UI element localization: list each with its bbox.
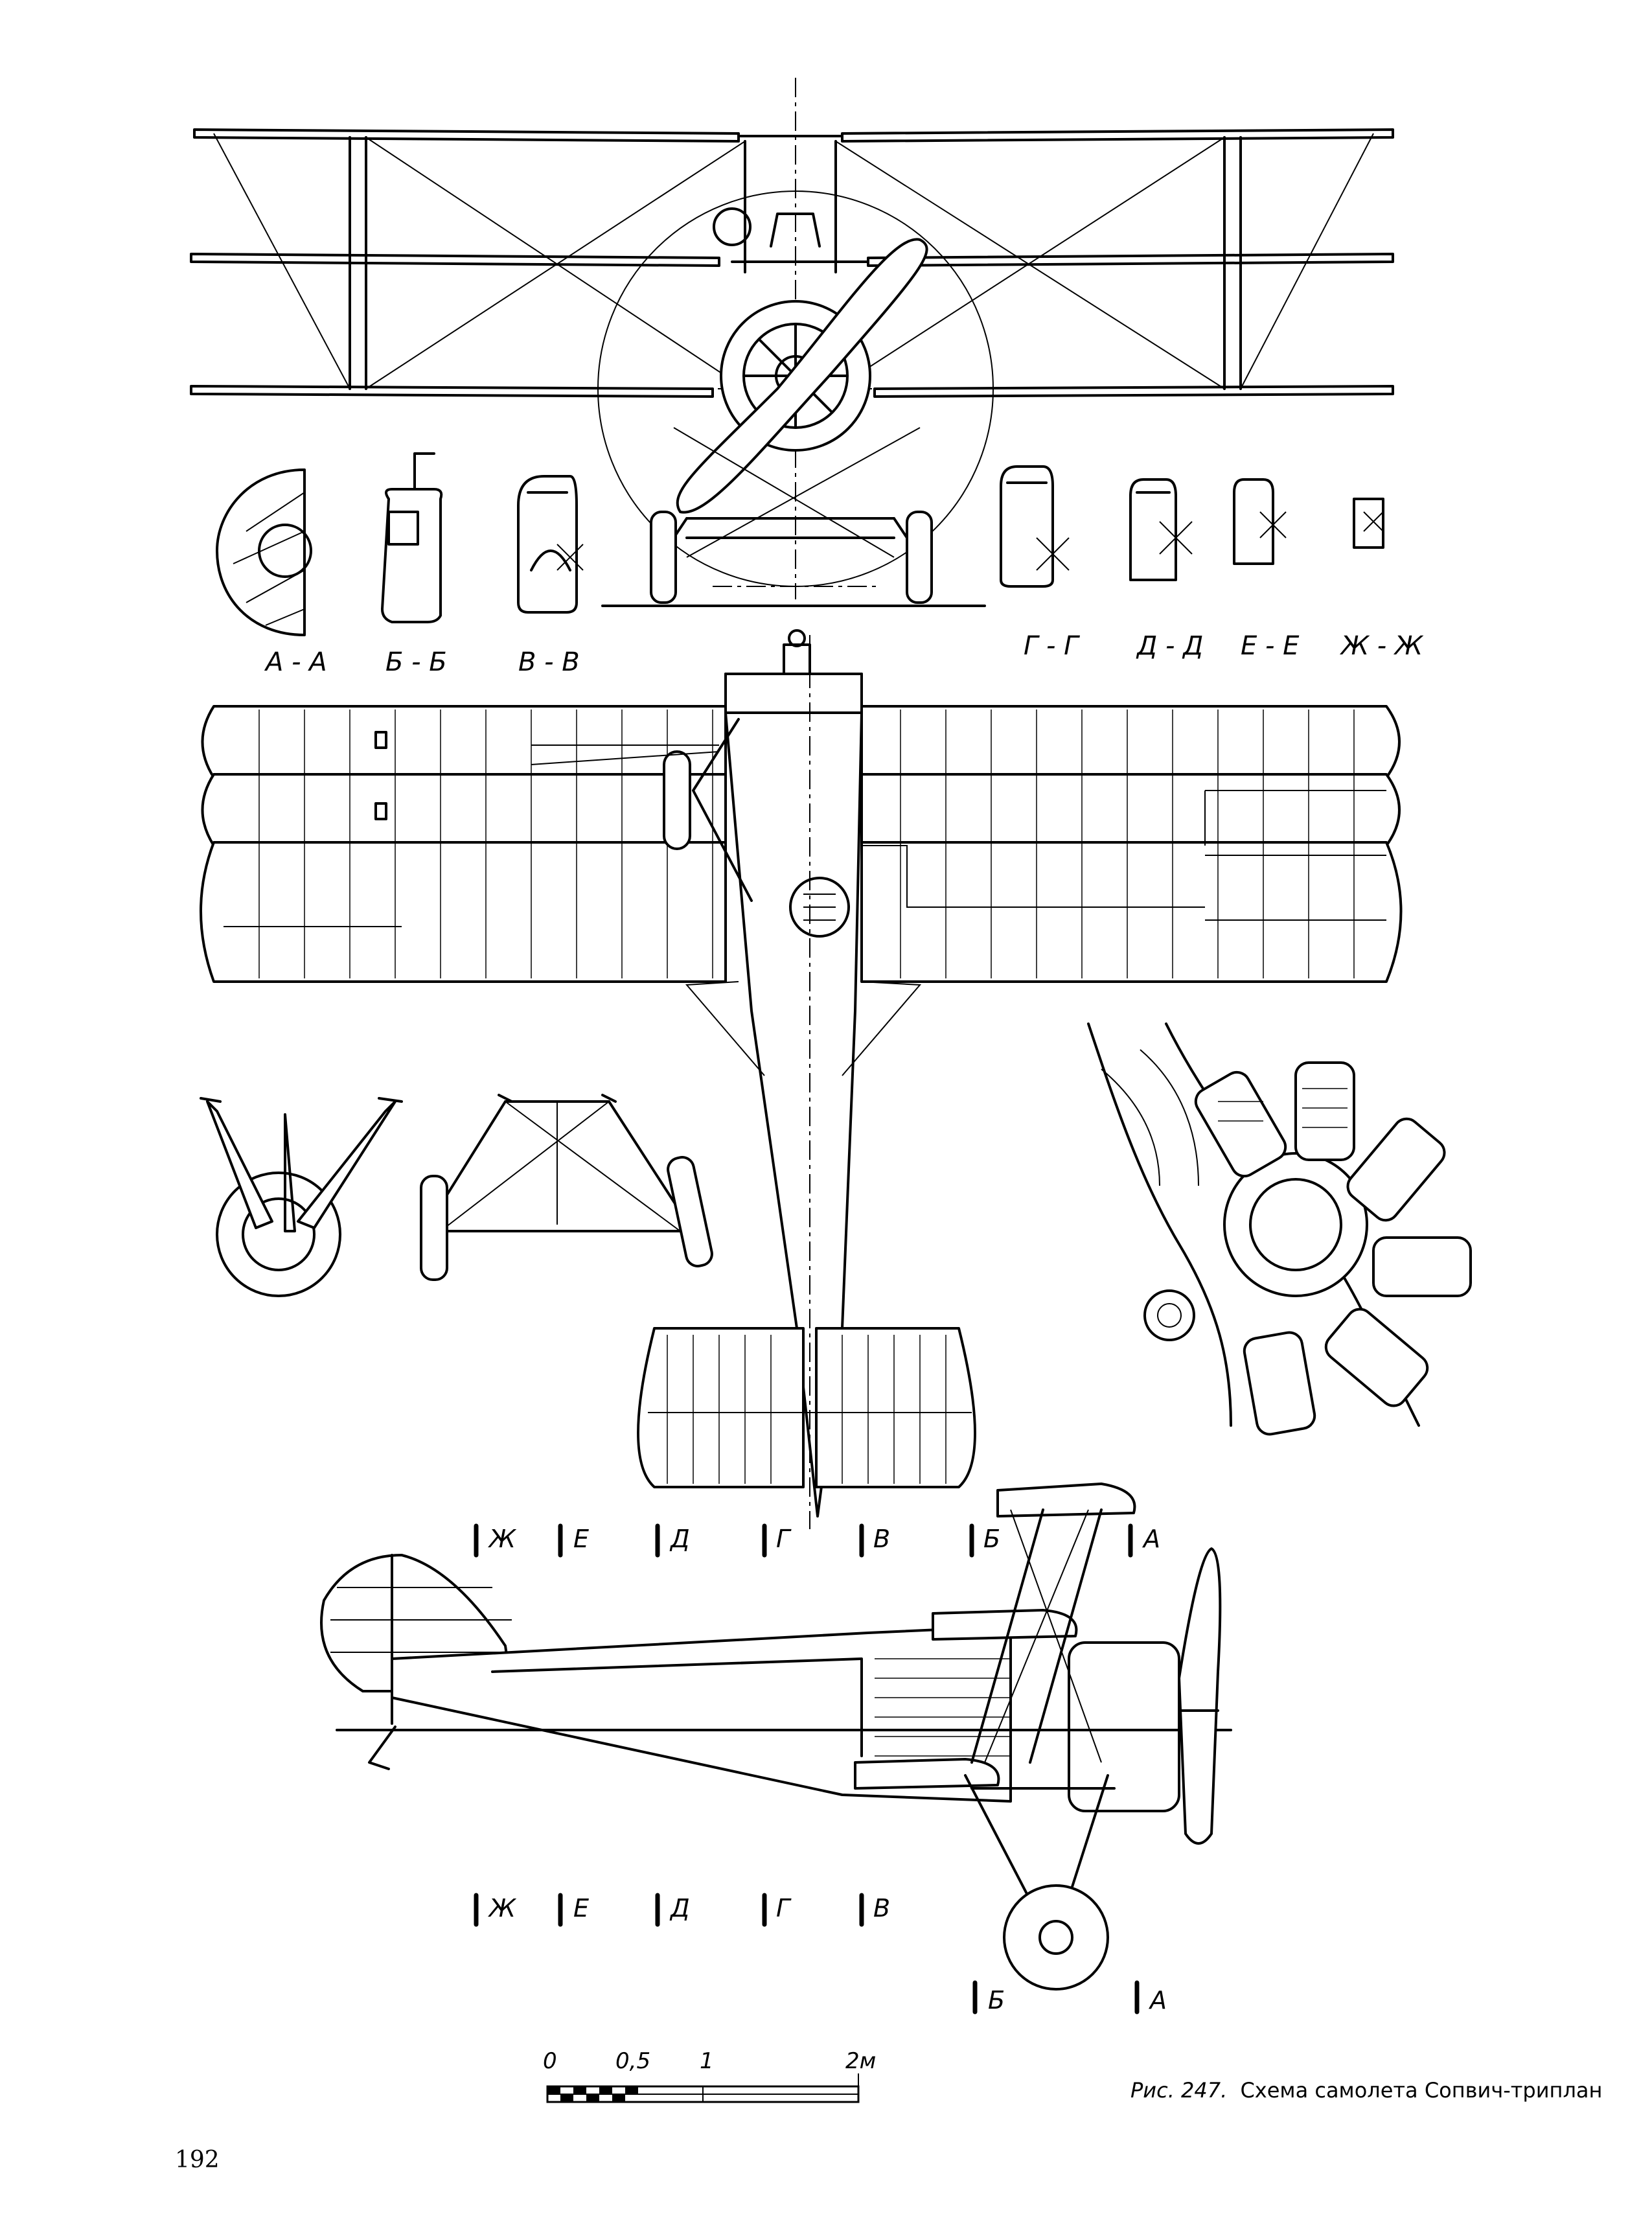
section-label-zh-zh: Ж - Ж	[1339, 631, 1424, 661]
scale-label-0: 0	[543, 2048, 557, 2074]
station-marker-zh: Ж	[488, 1525, 517, 1553]
station-marker-a: А	[1141, 1525, 1160, 1553]
side-view-wings	[854, 1483, 1136, 1790]
section-a-a	[216, 468, 312, 636]
section-label-d-d: Д - Д	[1136, 631, 1203, 661]
front-view-bracing	[213, 133, 1374, 389]
plan-view-fuselage	[663, 629, 863, 1529]
side-marker-d: Д	[669, 1894, 690, 1922]
station-marker-e: Е	[573, 1525, 589, 1553]
section-label-e-e: Е - Е	[1241, 631, 1300, 661]
front-view	[190, 78, 1394, 607]
plan-view	[200, 629, 1403, 1529]
section-g-g	[1000, 465, 1070, 588]
section-e-e	[1233, 478, 1287, 565]
side-marker-zh: Ж	[488, 1894, 517, 1922]
section-zh-zh	[1353, 498, 1384, 549]
section-label-g-g: Г - Г	[1024, 631, 1080, 661]
station-marker-g: Г	[776, 1525, 792, 1553]
section-d-d	[1129, 478, 1193, 581]
scale-label-2m: 2м	[845, 2048, 876, 2074]
front-view-propeller	[676, 238, 928, 514]
station-marker-b: Б	[983, 1525, 1000, 1553]
front-view-struts	[349, 136, 1242, 390]
scale-label-0-5: 0,5	[615, 2048, 650, 2074]
front-view-undercarriage	[601, 427, 986, 607]
section-v-v	[517, 475, 584, 614]
station-markers-plan: Ж Е Д Г В Б А	[474, 1523, 1160, 1558]
page-number: 192	[175, 2147, 220, 2173]
engine-perspective-drawing	[1087, 1022, 1472, 1436]
undercarriage-rear-detail	[420, 1094, 713, 1281]
engine-cylinders	[1194, 1061, 1472, 1436]
section-label-a-a: А - А	[264, 647, 327, 677]
side-marker-b: Б	[988, 1986, 1005, 2014]
station-marker-d: Д	[669, 1525, 690, 1553]
caption-text: Схема самолета Сопвич-триплан	[1240, 2078, 1602, 2103]
side-view-propeller	[1178, 1547, 1222, 1845]
caption-prefix: Рис. 247.	[1130, 2078, 1227, 2103]
figure-caption: Рис. 247. Схема самолета Сопвич-триплан	[1130, 2078, 1602, 2103]
fuselage-sections	[216, 452, 1384, 636]
scale-label-1: 1	[700, 2048, 714, 2074]
section-b-b	[381, 452, 443, 623]
side-marker-g: Г	[776, 1894, 792, 1922]
side-marker-v: В	[873, 1894, 890, 1922]
station-markers-side: Ж Е Д Г В Б А	[474, 1893, 1167, 2014]
section-labels: А - А Б - Б В - В Г - Г Д - Д Е - Е Ж - …	[264, 631, 1424, 677]
undercarriage-front-detail	[200, 1097, 403, 1297]
station-marker-v: В	[873, 1525, 890, 1553]
side-view-fuselage	[336, 1625, 1232, 1812]
section-label-b-b: Б - Б	[385, 647, 447, 677]
side-view	[320, 1483, 1232, 1991]
side-marker-e: Е	[573, 1894, 589, 1922]
plan-view-tailplane	[637, 1327, 976, 1488]
section-label-v-v: В - В	[518, 647, 580, 677]
scale-bar: 0 0,5 1 2м	[543, 2048, 876, 2103]
plan-view-wing-braces	[531, 744, 922, 1076]
side-marker-a: А	[1148, 1986, 1167, 2014]
side-view-undercarriage	[964, 1774, 1116, 1991]
